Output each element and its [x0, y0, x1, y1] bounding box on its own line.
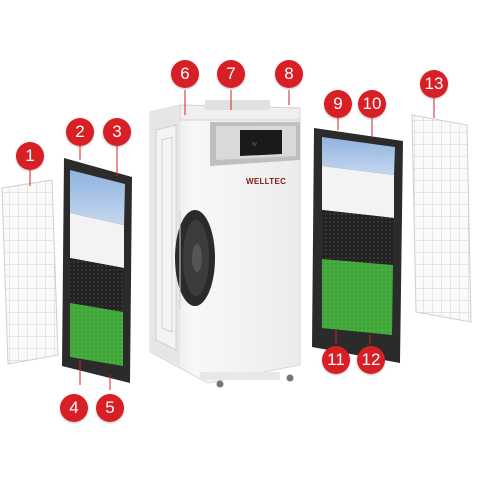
callout-4: 4: [60, 394, 88, 422]
callout-13: 13: [420, 70, 448, 98]
callout-10: 10: [358, 90, 386, 118]
callout-5: 5: [96, 394, 124, 422]
left-composite-filter: [62, 158, 132, 383]
left-pre-filter-panel: [1, 179, 59, 365]
brand-logo: WELLTEC: [246, 177, 287, 186]
callout-12: 12: [357, 346, 385, 374]
callout-7: 7: [217, 60, 245, 88]
callout-8: 8: [275, 60, 303, 88]
callout-9: 9: [324, 90, 352, 118]
callout-6: 6: [171, 60, 199, 88]
callout-2: 2: [66, 118, 94, 146]
air-purifier-body: W: [149, 100, 301, 388]
callout-11: 11: [322, 346, 350, 374]
callout-1: 1: [16, 142, 44, 170]
right-composite-filter: [312, 128, 403, 363]
callout-3: 3: [103, 118, 131, 146]
svg-text:W: W: [252, 142, 257, 148]
right-pre-filter-panel: [411, 114, 472, 323]
